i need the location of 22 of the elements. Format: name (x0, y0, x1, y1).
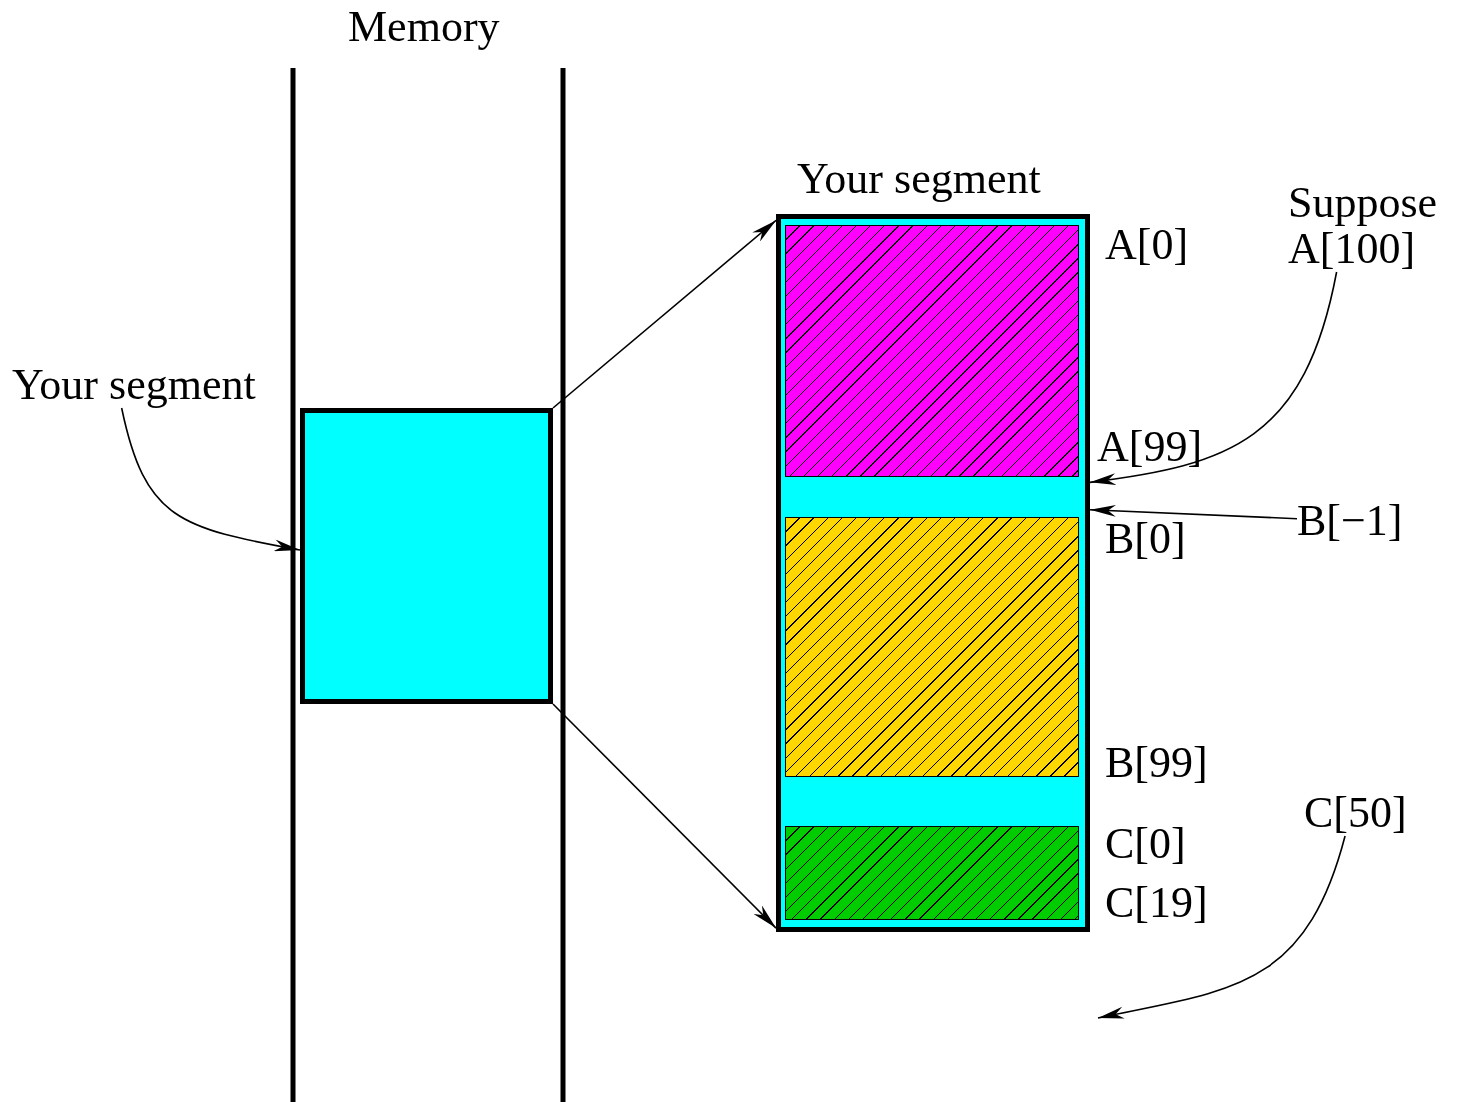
segment-heading: Your segment (797, 156, 1041, 202)
column-heading: Memory (348, 4, 500, 50)
annotation-text: Your segment (12, 362, 256, 408)
annotation-text: B[−1] (1297, 498, 1403, 544)
arrow (120, 407, 301, 552)
annotation-text: C[50] (1304, 790, 1407, 836)
index-label: A[0] (1105, 222, 1189, 268)
arrow (1097, 835, 1346, 1019)
array-block (785, 225, 1079, 477)
index-label: B[0] (1105, 516, 1186, 562)
index-label: A[99] (1097, 424, 1203, 470)
index-label: C[0] (1105, 821, 1186, 867)
array-block (785, 826, 1079, 920)
arrow (1089, 271, 1338, 485)
index-label: B[99] (1105, 740, 1208, 786)
annotation-text: Suppose A[100] (1288, 180, 1468, 272)
arrow (552, 219, 777, 409)
index-label: C[19] (1105, 880, 1208, 926)
arrow (552, 703, 777, 929)
segment-block (300, 408, 553, 704)
arrow (1089, 504, 1298, 520)
array-block (785, 517, 1079, 777)
